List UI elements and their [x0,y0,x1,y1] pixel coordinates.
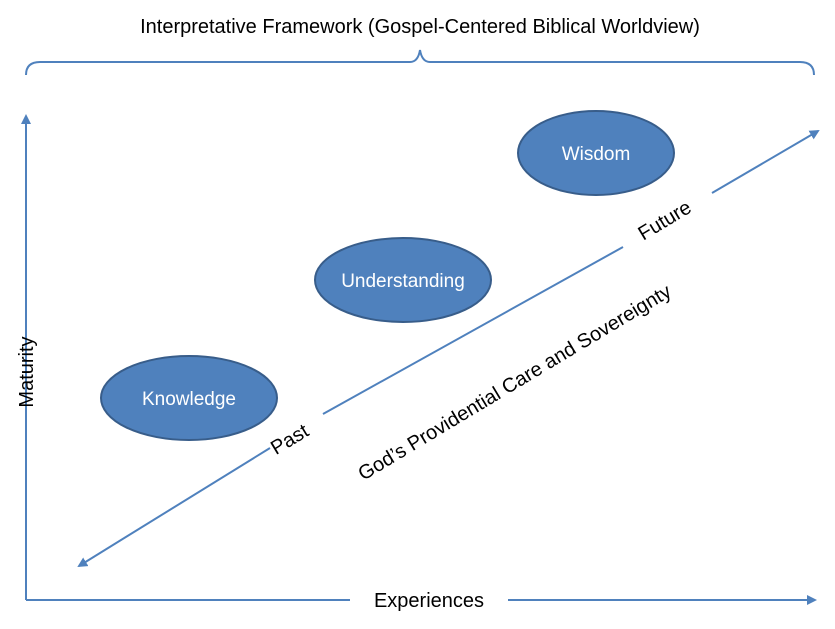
understanding-label: Understanding [341,271,465,292]
framework-title: Interpretative Framework (Gospel-Centere… [140,16,700,38]
framework-brace [25,49,815,76]
knowledge-ellipse [100,355,278,441]
node-knowledge: Knowledge [100,355,278,441]
wisdom-label: Wisdom [562,144,631,165]
x-axis-label: Experiences [374,590,484,612]
timeline-arrow-upper [711,129,820,194]
wisdom-ellipse [517,110,675,196]
timeline-arrow-lower [77,447,271,568]
timeline-future-label: Future [634,197,695,246]
timeline-past-label: Past [267,420,313,460]
knowledge-label: Knowledge [142,389,236,410]
understanding-ellipse [314,237,492,323]
y-axis-label: Maturity [16,336,38,407]
node-understanding: Understanding [314,237,492,323]
timeline-arrow-middle [322,246,624,415]
node-wisdom: Wisdom [517,110,675,196]
